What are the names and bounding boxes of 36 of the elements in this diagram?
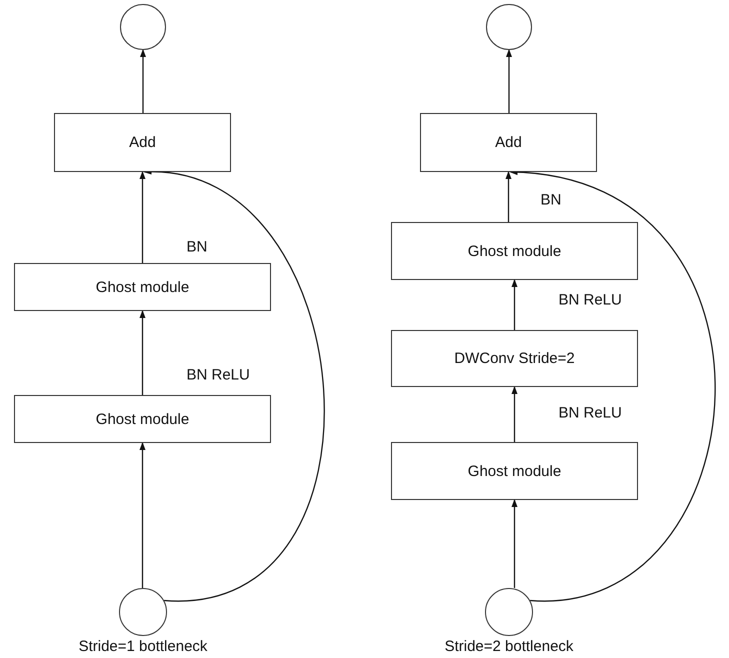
process-box bbox=[391, 222, 638, 280]
arrow bbox=[140, 171, 146, 263]
arrow bbox=[510, 170, 716, 602]
edge-label: BN ReLU bbox=[558, 404, 622, 422]
arrow bbox=[512, 279, 518, 330]
edge-label: BN ReLU bbox=[186, 366, 250, 384]
box-label: Ghost module bbox=[96, 410, 190, 428]
box-label: Ghost module bbox=[468, 462, 562, 480]
arrow bbox=[512, 499, 518, 588]
process-box bbox=[391, 442, 638, 500]
arrow bbox=[140, 310, 146, 395]
box-label: DWConv Stride=2 bbox=[454, 350, 575, 367]
arrow bbox=[140, 442, 146, 588]
arrow bbox=[506, 171, 512, 222]
circle-node bbox=[485, 588, 533, 636]
circle-node bbox=[120, 4, 166, 50]
arrow bbox=[140, 49, 146, 113]
arrow bbox=[512, 386, 518, 442]
node-label: Stride=1 bottleneck bbox=[78, 638, 208, 655]
box-label: Add bbox=[129, 134, 156, 151]
process-box bbox=[420, 113, 597, 172]
box-label: Ghost module bbox=[468, 242, 562, 260]
edge-label: BN ReLU bbox=[558, 292, 622, 308]
box-label: Add bbox=[495, 134, 522, 151]
circle-node bbox=[119, 588, 167, 636]
arrow bbox=[506, 49, 512, 113]
process-box bbox=[14, 263, 271, 311]
node-label: Stride=2 bottleneck bbox=[444, 638, 574, 655]
process-box bbox=[54, 113, 231, 172]
box-label: Ghost module bbox=[96, 278, 190, 296]
process-box bbox=[14, 395, 271, 443]
process-box bbox=[391, 330, 638, 387]
circle-node bbox=[486, 4, 532, 50]
edge-label: BN bbox=[540, 192, 562, 208]
arrow bbox=[144, 170, 324, 602]
edge-label: BN bbox=[186, 238, 208, 256]
